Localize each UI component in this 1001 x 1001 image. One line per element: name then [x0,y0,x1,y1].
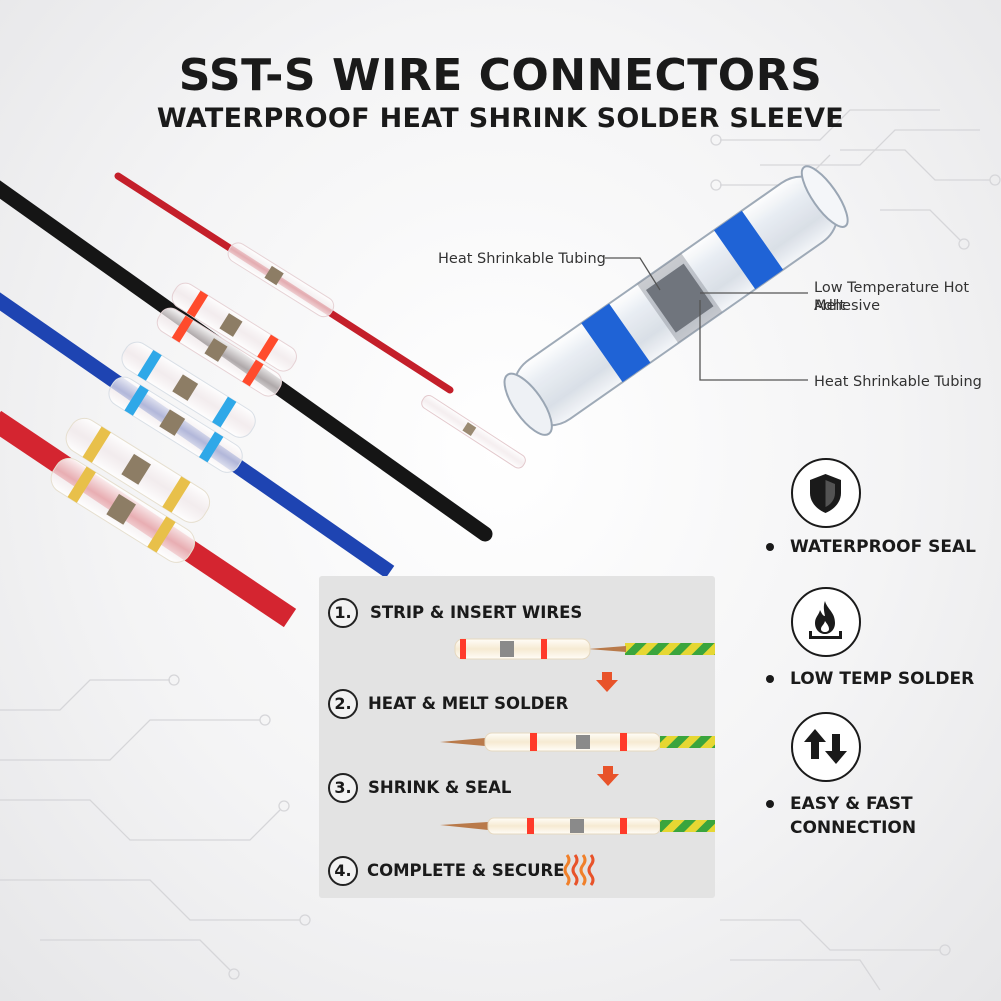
step-label-1: STRIP & INSERT WIRES [370,603,583,622]
feature-label-low-temp-solder: LOW TEMP SOLDER [790,669,975,689]
feature-bullet [766,675,774,683]
arrow-down-icon [602,672,612,680]
step-number-4: 4. [328,856,358,886]
step-number-2: 2. [328,689,358,719]
feature-label-easy-fast-connection: EASY & FAST CONNECTION [790,794,917,838]
feature-bullet [766,543,774,551]
heat-waves-icon [563,854,595,886]
callout-heat-shrink-tubing-bottom: Heat Shrinkable Tubing [814,374,982,390]
step3-wire [440,817,715,835]
callout-adhesive-line1: Low Temperature Hot Melt [814,280,970,314]
page-subtitle: WATERPROOF HEAT SHRINK SOLDER SLEEVE [156,103,845,134]
step-label-2: HEAT & MELT SOLDER [368,694,569,713]
arrow-down-icon [603,766,613,774]
step-number-1: 1. [328,598,358,628]
step-label-4: COMPLETE & SECURE [367,861,565,880]
feature-label-waterproof-seal: WATERPROOF SEAL [790,537,976,557]
callout-adhesive-line2: Adhesive [814,298,881,314]
step-number-3: 3. [328,773,358,803]
red-band-connectors [156,242,335,397]
page-title: SST-S WIRE CONNECTORS [178,50,823,101]
flame-icon [791,587,861,657]
step1-wire [454,638,715,660]
step2-wire [440,732,715,752]
callout-heat-shrink-tubing-top: Heat Shrinkable Tubing [438,251,606,267]
blue-band-connectors [108,341,256,473]
arrow-down-icon [597,774,619,786]
up-down-arrows-icon [791,712,861,782]
yellow-band-connectors [50,417,211,563]
feature-bullet [766,800,774,808]
shield-icon [791,458,861,528]
step-label-3: SHRINK & SEAL [368,778,512,797]
arrow-down-icon [596,680,618,692]
